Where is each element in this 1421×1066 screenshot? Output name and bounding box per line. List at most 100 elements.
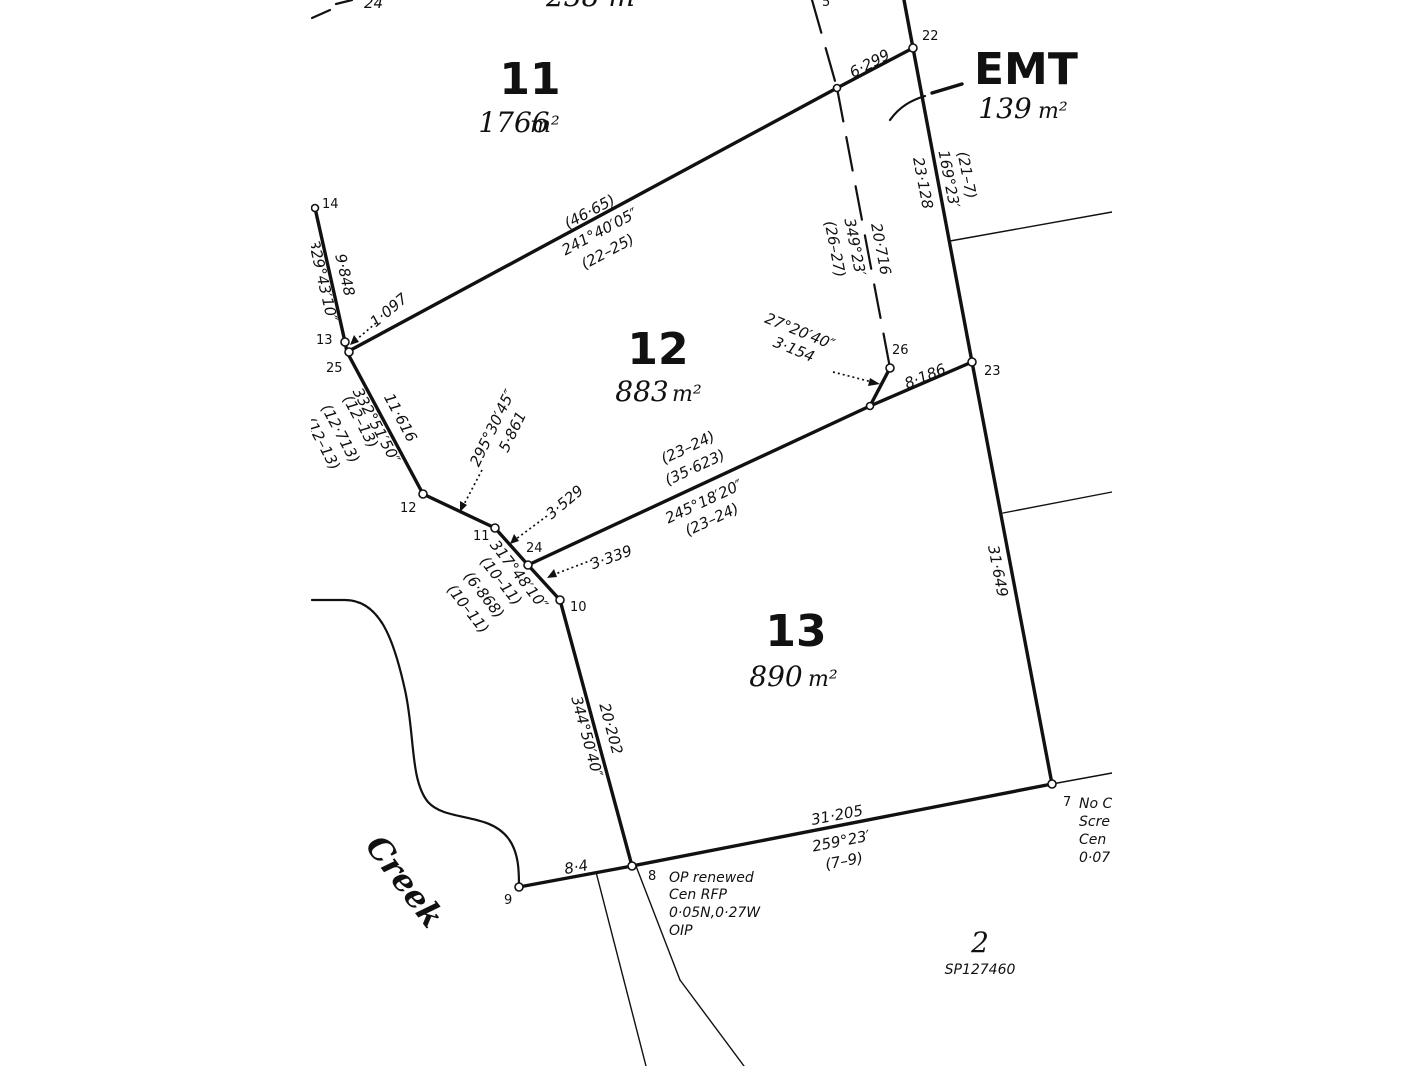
top-arc-line	[310, 8, 332, 20]
arrow-1097-head	[350, 335, 359, 345]
boundary-12-to-11	[421, 492, 497, 530]
station-10-marker	[555, 595, 565, 605]
easement-leader	[888, 94, 927, 122]
station-22: 22	[922, 29, 939, 44]
lot-11-area: 1766	[478, 106, 549, 139]
dim-8186: 8·186	[902, 360, 949, 393]
adjoining-line-middle	[1002, 491, 1113, 514]
boundary-27-to-22	[835, 46, 915, 90]
creek-label: Creek	[358, 828, 452, 935]
station-24: 24	[526, 541, 543, 556]
road-line-right-lower	[679, 979, 745, 1066]
lot-12-number: 12	[627, 324, 688, 375]
boundary-10-to-8	[558, 598, 634, 868]
boundary-14-to-13	[313, 206, 347, 344]
boundary-22-to-23	[911, 46, 974, 364]
arrow-295-head	[460, 501, 467, 512]
station-22-marker	[908, 43, 918, 53]
dim-3529: 3·529	[543, 481, 587, 522]
station-7-note-line-3: Cen	[1079, 832, 1106, 848]
station-23-marker	[967, 357, 977, 367]
station-23: 23	[984, 364, 1001, 379]
station-26: 26	[892, 343, 909, 358]
easement-leader-bar	[930, 82, 964, 95]
lot-11-area-unit: m²	[530, 113, 560, 138]
arrow-3339-head	[547, 569, 557, 578]
arrow-27-head	[868, 378, 880, 386]
road-line-right	[635, 865, 681, 981]
station-7-marker	[1047, 779, 1057, 789]
station-9: 9	[504, 893, 512, 908]
station-11-marker	[490, 523, 500, 533]
station-14-marker	[310, 203, 320, 213]
station-10: 10	[570, 600, 587, 615]
dim-84: 8·4	[563, 856, 590, 878]
station-8: 8	[648, 869, 656, 884]
lot-13-area-unit: m²	[808, 667, 838, 692]
boundary-8-to-7	[630, 782, 1054, 868]
station-13: 13	[316, 333, 333, 348]
adjoining-lot-number: 2	[970, 926, 989, 959]
boundary-23-to-26tip	[868, 360, 974, 408]
station-8-marker	[627, 861, 637, 871]
station-8-note-line-1: OP renewed	[669, 870, 754, 886]
boundary-9-to-8	[517, 864, 634, 889]
station-8-note-line-2: Cen RFP	[669, 887, 727, 903]
station-8-note-line-3: 0·05N,0·27W	[669, 905, 761, 921]
top-fragment-center: 238 m	[545, 0, 635, 13]
boundary-25-to-27	[345, 86, 839, 354]
right-margin	[1112, 0, 1421, 1066]
station-25: 25	[326, 361, 343, 376]
easement-line-26-tip	[868, 366, 892, 408]
road-line-left	[595, 871, 647, 1066]
arrow-3339	[549, 559, 593, 577]
creek-line	[310, 598, 521, 889]
boundary-26tip-to-24	[526, 404, 872, 567]
station-14: 14	[322, 197, 339, 212]
easement-area-unit: m²	[1038, 99, 1068, 124]
station-27-marker	[832, 83, 842, 93]
station-8-note-line-4: OIP	[669, 923, 693, 939]
lot-12-area: 883	[615, 375, 668, 408]
adjoining-line-lower	[1051, 772, 1113, 785]
arrow-27	[832, 371, 877, 384]
station-7-note-line-4: 0·07	[1079, 850, 1110, 866]
station-11: 11	[473, 529, 490, 544]
lot-13-number: 13	[765, 606, 826, 657]
top-left-dash	[334, 0, 354, 6]
lot-13-area: 890	[749, 660, 802, 693]
dim-6299: 6·299	[846, 46, 892, 82]
arrow-1097	[349, 322, 377, 346]
station-12: 12	[400, 501, 417, 516]
boundary-11-to-24	[493, 526, 530, 567]
station-26-marker	[885, 363, 895, 373]
boundary-24-to-10	[526, 563, 562, 602]
station-25-marker	[344, 347, 354, 357]
adjoining-line-upper	[949, 211, 1113, 242]
easement-label: EMT	[974, 44, 1078, 95]
boundary-23-to-7	[970, 360, 1054, 786]
station-7: 7	[1063, 795, 1071, 810]
dim-23128: 23·128	[909, 156, 937, 211]
station-7-note-line-2: Scre	[1079, 814, 1110, 830]
easement-area: 139	[978, 92, 1031, 125]
station-9-marker	[514, 882, 524, 892]
left-margin	[0, 0, 311, 1066]
station-12-marker	[418, 489, 428, 499]
arrow-3529-head	[510, 534, 519, 544]
adjoining-lot-plan: SP127460	[945, 962, 1016, 978]
easement-line-top	[810, 0, 839, 90]
dim-1097: 1·097	[367, 289, 412, 331]
lot-12-area-unit: m²	[672, 382, 702, 407]
boundary-25-to-12	[345, 350, 425, 496]
arrow-3529	[511, 515, 548, 543]
station-24-marker	[523, 560, 533, 570]
station-13-marker	[340, 337, 350, 347]
top-right-boundary	[902, 0, 915, 50]
station-26tip-marker	[865, 401, 875, 411]
dim-3339: 3·339	[588, 541, 635, 573]
station-7-note-line-1: No C	[1079, 796, 1112, 812]
top-fragment-right: 5	[822, 0, 830, 10]
lot-11-number: 11	[499, 54, 560, 105]
